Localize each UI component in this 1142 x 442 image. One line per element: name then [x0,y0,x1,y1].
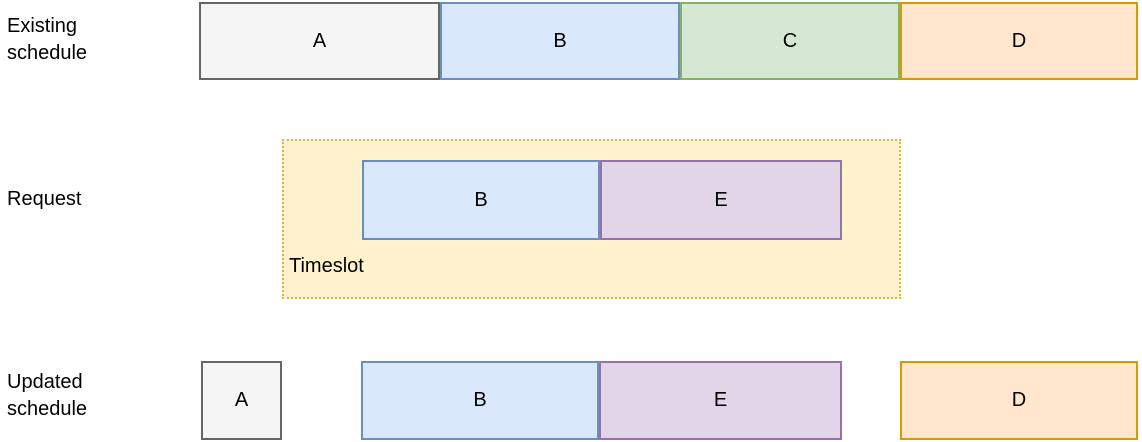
block-updated-schedule-d: D [900,361,1138,440]
row-label-updated-schedule: Updated schedule [7,371,88,420]
block-request-b: B [362,160,600,240]
block-existing-schedule-c: C [680,2,900,80]
row-label-request: Request [7,188,82,210]
block-request-e: E [600,160,842,240]
block-existing-schedule-b: B [440,2,680,80]
row-label-existing-schedule: Existing schedule [7,15,88,64]
block-updated-schedule-a: A [201,361,282,440]
timeslot-label: Timeslot [289,255,364,277]
block-updated-schedule-b: B [361,361,599,440]
block-updated-schedule-e: E [599,361,842,440]
block-existing-schedule-a: A [199,2,440,80]
block-existing-schedule-d: D [900,2,1138,80]
